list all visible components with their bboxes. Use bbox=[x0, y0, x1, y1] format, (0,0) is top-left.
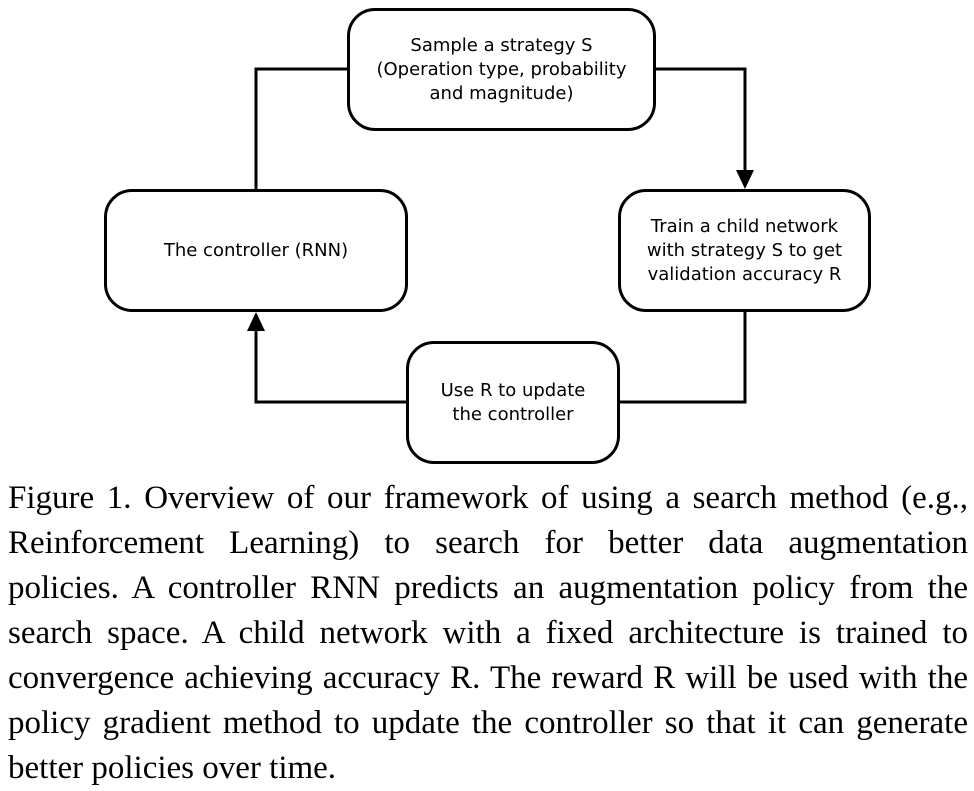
arrowhead-train bbox=[736, 170, 754, 189]
arrowhead-controller bbox=[247, 312, 265, 331]
flow-diagram: Sample a strategy S (Operation type, pro… bbox=[104, 8, 871, 464]
node-update-controller: Use R to update the controller bbox=[406, 341, 620, 464]
node-controller-line-1: The controller (RNN) bbox=[163, 239, 349, 261]
node-train-child-line-2: with strategy S to get bbox=[646, 239, 843, 261]
node-train-child-line-3: validation accuracy R bbox=[647, 263, 842, 285]
node-train-child-line-1: Train a child network bbox=[650, 215, 839, 237]
node-train-child: Train a child network with strategy S to… bbox=[618, 189, 871, 312]
connector-lines bbox=[247, 67, 754, 404]
node-sample-strategy-line-3: and magnitude) bbox=[429, 82, 574, 104]
figure-caption: Figure 1. Overview of our framework of u… bbox=[8, 476, 968, 791]
node-controller: The controller (RNN) bbox=[104, 189, 408, 312]
edge-train-to-update bbox=[620, 312, 747, 404]
caption-text: Overview of our framework of using a sea… bbox=[8, 480, 968, 786]
edge-update-to-controller bbox=[254, 328, 406, 404]
node-sample-strategy-line-2: (Operation type, probability bbox=[376, 58, 627, 80]
node-sample-strategy: Sample a strategy S (Operation type, pro… bbox=[347, 8, 656, 131]
node-update-controller-line-2: the controller bbox=[452, 403, 574, 425]
node-update-controller-line-1: Use R to update bbox=[440, 379, 586, 401]
node-sample-strategy-line-1: Sample a strategy S bbox=[410, 34, 593, 56]
caption-label: Figure 1. bbox=[8, 480, 132, 516]
edge-sample-to-train bbox=[656, 67, 747, 173]
edge-controller-to-sample bbox=[254, 67, 347, 189]
